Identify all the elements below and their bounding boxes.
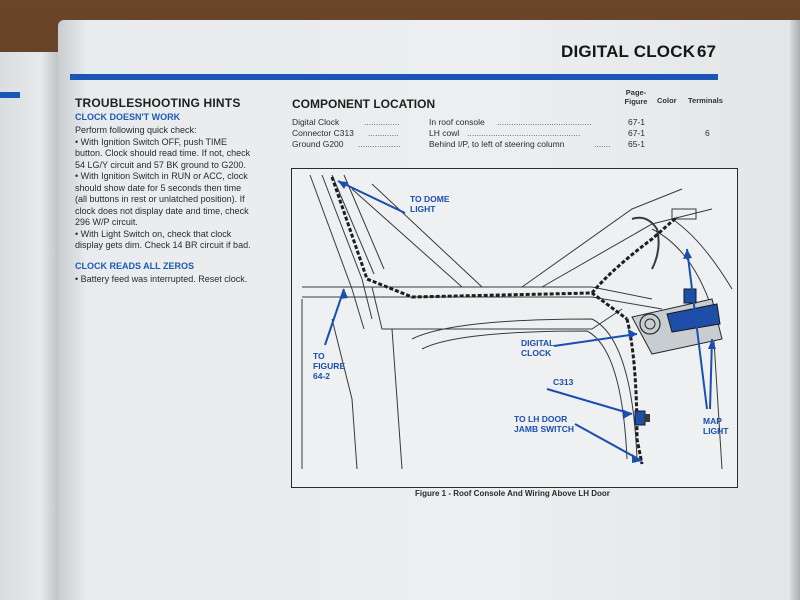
step-line: 54 LG/Y circuit and 57 BK ground to G200…	[75, 159, 246, 170]
roof-console-wiring-diagram	[301, 174, 733, 470]
label-to-figure: TO FIGURE 64-2	[313, 351, 359, 381]
column-page-figure: Page-Figure	[624, 88, 648, 106]
component-name: Connector C313	[292, 128, 354, 138]
component-page: 65-1	[628, 139, 646, 149]
component-page: 67-1	[628, 128, 646, 138]
component-name: Ground G200	[292, 139, 344, 149]
label-text: DIGITAL CLOCK	[521, 338, 555, 358]
troubleshooting-section: TROUBLESHOOTING HINTS CLOCK DOESN'T WORK…	[75, 96, 275, 286]
step-line: button. Clock should read time. If not, …	[75, 148, 251, 158]
component-name: Digital Clock	[292, 117, 340, 127]
leader-dots: ..................	[358, 139, 401, 149]
column-terminals: Terminals	[688, 96, 723, 105]
figure-caption: Figure 1 - Roof Console And Wiring Above…	[415, 489, 610, 498]
label-text: TO FIGURE 64-2	[313, 351, 346, 381]
step-line: • With Ignition Switch in RUN or ACC, cl…	[75, 171, 248, 181]
page-edge-shadow	[790, 20, 800, 600]
step-line: • With Light Switch on, check that clock	[75, 228, 232, 239]
zeros-line: • Battery feed was interrupted. Reset cl…	[75, 274, 248, 284]
label-door-jamb: TO LH DOOR JAMB SWITCH	[514, 414, 586, 434]
step-line: display gets dim. Check 14 BR circuit if…	[75, 240, 251, 250]
left-page-blue-stripe	[0, 92, 20, 98]
component-location: In roof console	[429, 117, 485, 127]
step-line: Perform following quick check:	[75, 125, 197, 135]
step-line: 296 W/P circuit.	[75, 217, 138, 227]
label-c313: C313	[553, 377, 574, 387]
component-location-heading: COMPONENT LOCATION	[292, 97, 436, 111]
leader-dots: .......	[594, 139, 611, 149]
leader-dots: .............	[368, 128, 399, 138]
step-line: (all buttons in rest or unlatched positi…	[75, 194, 245, 204]
page-number: 67	[697, 42, 716, 61]
left-page-edge	[0, 52, 58, 600]
label-digital-clock: DIGITAL CLOCK	[521, 338, 567, 358]
step-line: should show date for 5 seconds then time	[75, 182, 242, 193]
component-location: Behind I/P, to left of steering column	[429, 139, 565, 149]
component-page: 67-1	[628, 117, 646, 127]
page-title: DIGITAL CLOCK	[561, 42, 696, 61]
clock-doesnt-work-subheading: CLOCK DOESN'T WORK	[75, 111, 181, 122]
label-text: TO LH DOOR JAMB SWITCH	[514, 414, 574, 434]
troubleshooting-heading: TROUBLESHOOTING HINTS	[75, 96, 241, 110]
column-color: Color	[657, 96, 677, 105]
leader-dots: ...............	[364, 117, 400, 127]
clock-reads-zeros-subheading: CLOCK READS ALL ZEROS	[75, 260, 195, 271]
label-text: TO DOME LIGHT	[410, 194, 450, 214]
component-location: LH cowl	[429, 128, 460, 138]
step-line: clock does not display date and time, ch…	[75, 205, 249, 216]
roof-console	[631, 288, 723, 355]
leader-dots: ........................................…	[467, 128, 581, 138]
label-dome-light: TO DOME LIGHT	[410, 194, 458, 214]
leader-dots: ........................................	[497, 117, 592, 127]
figure-frame	[291, 168, 738, 488]
label-text: MAP LIGHT	[703, 416, 729, 436]
component-terminals: 6	[705, 128, 710, 138]
c313-connector	[634, 410, 650, 426]
header-rule	[70, 74, 718, 80]
step-line: • With Ignition Switch OFF, push TIME	[75, 136, 228, 147]
label-map-light: MAP LIGHT	[703, 416, 735, 436]
troubleshooting-steps: Perform following quick check: • With Ig…	[75, 125, 275, 252]
